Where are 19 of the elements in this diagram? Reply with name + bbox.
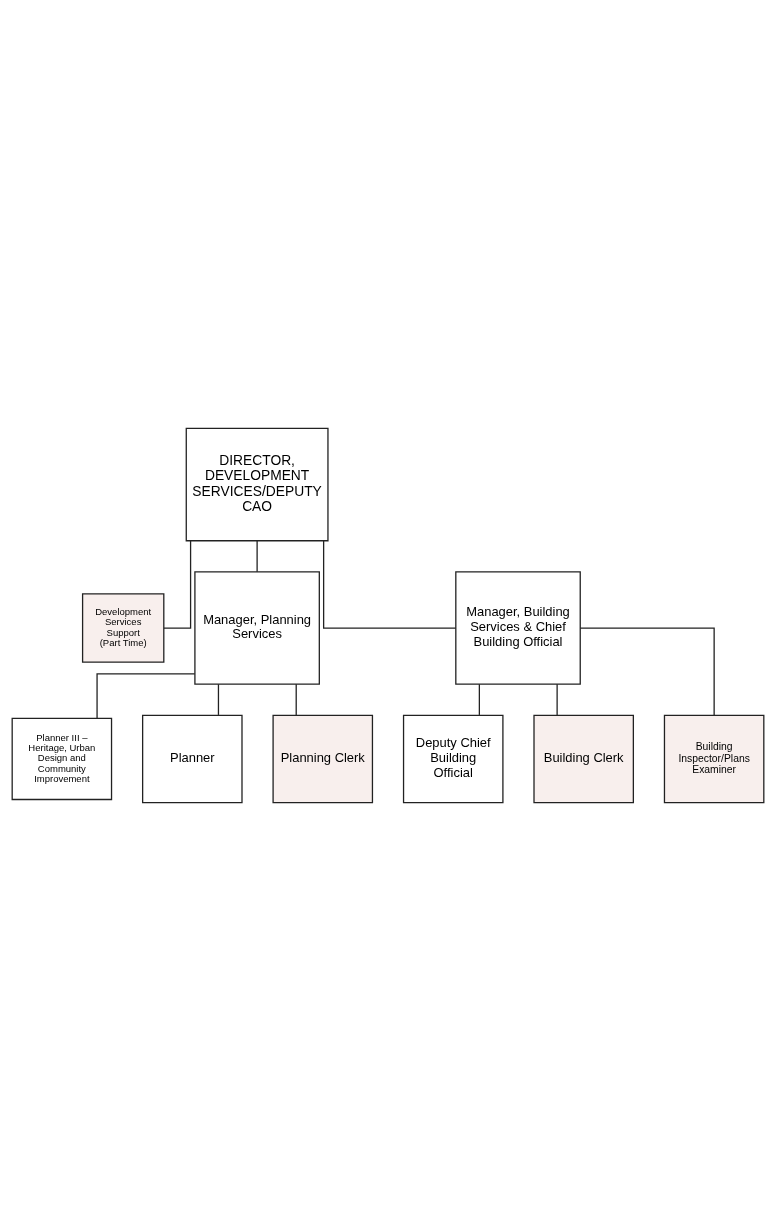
node-box: Building Clerk <box>533 714 634 803</box>
node-box: Manager, Planning Services <box>194 570 320 685</box>
node-box: Deputy Chief Building Official <box>402 714 504 803</box>
node-box: Planner <box>142 714 243 803</box>
node-box: Planner III – Heritage, Urban Design and Community Improvement <box>11 717 113 800</box>
connector <box>96 672 196 719</box>
connector <box>579 626 715 716</box>
connector <box>323 539 457 629</box>
node-box: Development Services Support (Part Time) <box>81 592 165 663</box>
node-box: Planning Clerk <box>272 714 374 803</box>
connector <box>163 539 192 629</box>
connector <box>478 683 480 716</box>
node-box: Building Inspector/Plans Examiner <box>663 714 765 803</box>
node-box: Manager, Building Services & Chief Building Official <box>455 570 581 685</box>
node-box: DIRECTOR, DEVELOPMENT SERVICES/DEPUTY CAO <box>185 427 329 541</box>
connector <box>256 539 258 572</box>
connector <box>556 683 558 716</box>
connector <box>217 683 220 716</box>
connector <box>295 683 297 716</box>
